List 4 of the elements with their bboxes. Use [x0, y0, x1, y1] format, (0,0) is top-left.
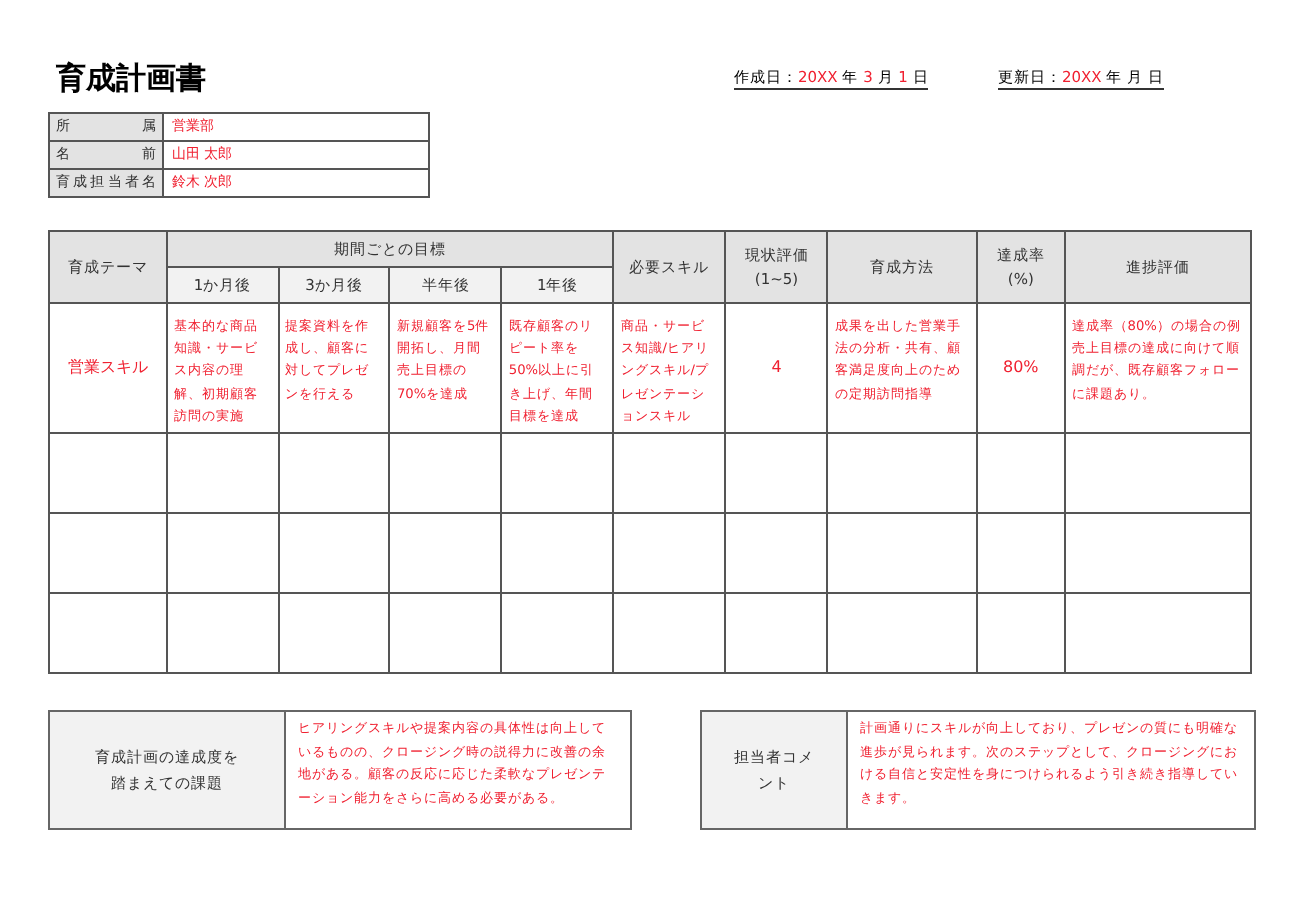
document-title: 育成計画書: [56, 60, 206, 98]
rate-value: 80%: [977, 303, 1065, 434]
rating-value: 4: [725, 303, 828, 434]
theme-name: 営業スキル: [49, 303, 167, 434]
